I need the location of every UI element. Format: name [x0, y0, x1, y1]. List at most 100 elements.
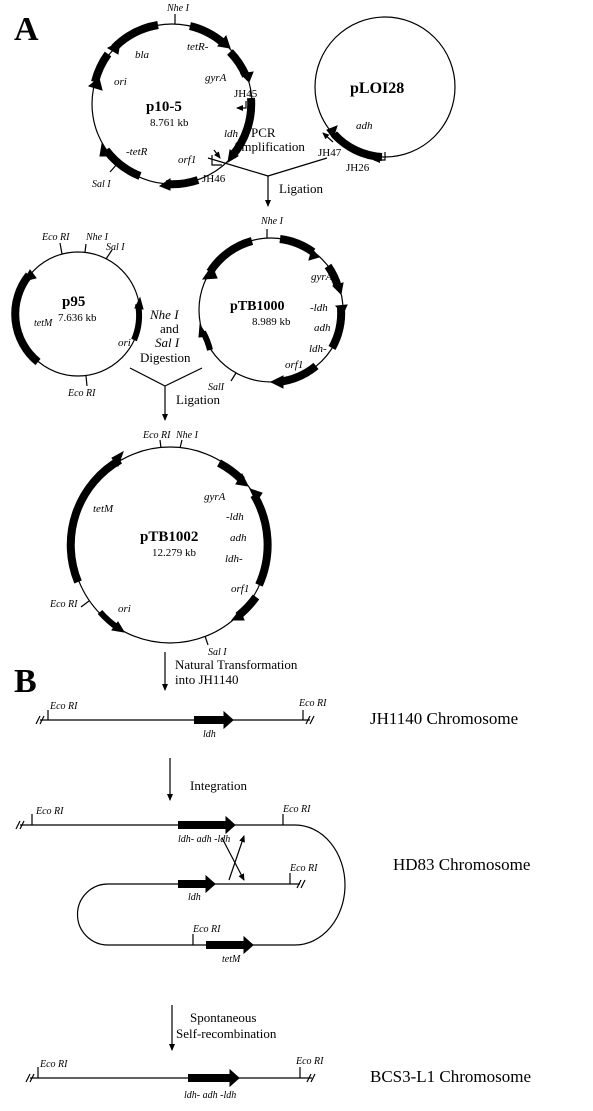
- plasmid-p95: Eco RI Nhe I Sal I p95 7.636 kb tetM ori…: [11, 232, 144, 399]
- chromosome-bcs3-l1: Eco RI Eco RI ldh- adh -ldh BCS3-L1 Chro…: [25, 1056, 531, 1101]
- pTB1002-size: 12.279 kb: [152, 547, 197, 559]
- pLOI28-name: pLOI28: [350, 80, 404, 97]
- gene-1002-tetM-arc: [66, 456, 123, 584]
- jh46-label: JH46: [202, 173, 226, 185]
- pTB1000-adh-label: adh: [314, 322, 331, 334]
- p95-size: 7.636 kb: [58, 312, 97, 324]
- hd83-ldh-adh-ldh-gene: [178, 821, 226, 829]
- hd83-tetM-label: tetM: [222, 954, 241, 965]
- plasmid-pTB1000: Nhe I gyrA pTB1000 8.989 kb -ldh adh ldh…: [198, 216, 348, 393]
- p10-5-tetR-top-label: tetR-: [187, 41, 209, 53]
- p95-sal-label: Sal I: [106, 242, 125, 253]
- digestion-label: Digestion: [140, 350, 191, 365]
- p95-ori-label: ori: [118, 337, 131, 349]
- gene-1002-gyrA-arc: [217, 459, 245, 483]
- panel-label-b: B: [14, 663, 37, 700]
- hd83-ecori-top-left: Eco RI: [35, 806, 64, 817]
- p95-ecori-top-label: Eco RI: [41, 232, 70, 243]
- p10-5-ori-label: ori: [114, 76, 127, 88]
- hd83-ecori-top-right: Eco RI: [282, 804, 311, 815]
- gene-tetR-arc: [188, 22, 225, 46]
- pTB1002-tetM-label: tetM: [93, 503, 114, 515]
- digest-sal-label: Sal I: [155, 335, 180, 350]
- pTB1002-ecori-top-label: Eco RI: [142, 430, 171, 441]
- p10-5-tetR-bot-label: -tetR: [126, 146, 148, 158]
- jh1140-ldh-label: ldh: [203, 729, 216, 740]
- bcs3-ldh-adh-ldh-label: ldh- adh -ldh: [184, 1090, 236, 1101]
- self-recombination-label: Self-recombination: [176, 1026, 277, 1041]
- jh1140-ecori-right: Eco RI: [298, 698, 327, 709]
- gene-1000-top-arc: [279, 235, 316, 256]
- p10-5-nhe-label: Nhe I: [166, 3, 190, 14]
- pTB1002-sal-label: Sal I: [208, 647, 227, 658]
- hd83-ecori-bot: Eco RI: [192, 924, 221, 935]
- spontaneous-label: Spontaneous: [190, 1010, 256, 1025]
- pcr-label: PCR: [251, 125, 276, 140]
- pTB1002-orf1-label: orf1: [231, 583, 249, 595]
- bcs3-title: BCS3-L1 Chromosome: [370, 1067, 531, 1086]
- pTB1002-name: pTB1002: [140, 529, 198, 545]
- panel-label-a: A: [14, 11, 39, 48]
- plasmid-p10-5: Nhe I tetR- bla ori gyrA p10-5 8.761 kb …: [87, 3, 258, 191]
- gene-ldh-arc: [228, 97, 256, 159]
- gene-1002-ldh-adh-arc: [250, 492, 272, 587]
- pTB1000-ldh-top-label: -ldh: [310, 302, 328, 314]
- pTB1000-gyrA-label: gyrA: [311, 271, 333, 283]
- gene-1000-ldh-adh-arc: [328, 307, 346, 350]
- plasmid-pLOI28: pLOI28 adh JH47 JH26: [314, 16, 456, 174]
- gene-1000-left-arc: [206, 237, 254, 275]
- hd83-title: HD83 Chromosome: [393, 855, 530, 874]
- pTB1000-nhe-label: Nhe I: [260, 216, 284, 227]
- jh47-label: JH47: [318, 147, 342, 159]
- pTB1002-nhe-label: Nhe I: [175, 430, 199, 441]
- p10-5-orf1-label: orf1: [178, 154, 196, 166]
- p95-ecori-bot-label: Eco RI: [67, 388, 96, 399]
- pTB1002-ecori-left-label: Eco RI: [49, 599, 78, 610]
- chromosome-hd83: Eco RI Eco RI Eco RI Eco RI ldh- adh -ld…: [15, 804, 530, 965]
- transformation-label-1: Natural Transformation: [175, 657, 298, 672]
- pTB1002-ldh-bot-label: ldh-: [225, 553, 243, 565]
- p10-5-gyrA-label: gyrA: [205, 72, 227, 84]
- hd83-tetM-gene: [206, 941, 244, 949]
- gene-adh-arc: [331, 131, 383, 161]
- p10-5-ldh-label: ldh: [224, 128, 239, 140]
- p95-name: p95: [62, 294, 85, 310]
- jh26-label: JH26: [346, 162, 370, 174]
- digest-nhe-label: Nhe I: [149, 307, 179, 322]
- digest-and-label: and: [160, 321, 179, 336]
- pTB1000-ldh-bot-label: ldh-: [309, 343, 327, 355]
- p95-nhe-label: Nhe I: [85, 232, 109, 243]
- pTB1002-ori-label: ori: [118, 603, 131, 615]
- chromosome-jh1140: Eco RI Eco RI ldh JH1140 Chromosome: [35, 698, 518, 740]
- pTB1002-adh-label: adh: [230, 532, 247, 544]
- p10-5-bla-label: bla: [135, 49, 150, 61]
- p10-5-name: p10-5: [146, 99, 182, 115]
- pTB1002-gyrA-label: gyrA: [204, 491, 226, 503]
- p10-5-size: 8.761 kb: [150, 117, 189, 129]
- bcs3-ldh-adh-ldh-gene: [188, 1074, 230, 1082]
- jh45-label: JH45: [234, 88, 258, 100]
- gene-orf1-arc: [165, 176, 200, 189]
- ligation-2-label: Ligation: [176, 392, 221, 407]
- hd83-ldh-label: ldh: [188, 892, 201, 903]
- bcs3-ecori-right: Eco RI: [295, 1056, 324, 1067]
- integration-label: Integration: [190, 778, 248, 793]
- gene-ori-p95-arc: [131, 303, 143, 342]
- jh1140-ecori-left: Eco RI: [49, 701, 78, 712]
- p95-tetM-label: tetM: [34, 318, 53, 329]
- amplification-label: Amplification: [232, 139, 305, 154]
- hd83-ldh-gene: [178, 880, 206, 888]
- pTB1002-ldh-top-label: -ldh: [226, 511, 244, 523]
- plasmid-pTB1002: Eco RI Nhe I tetM gyrA -ldh pTB1002 12.2…: [49, 430, 272, 658]
- gene-tetM-arc: [11, 272, 41, 366]
- ligation-1-label: Ligation: [279, 181, 324, 196]
- jh1140-ldh-gene: [194, 716, 224, 724]
- pLOI28-adh-label: adh: [356, 120, 373, 132]
- hd83-ldh-adh-ldh-label: ldh- adh -ldh: [178, 834, 230, 845]
- pTB1000-orf1-label: orf1: [285, 359, 303, 371]
- jh1140-title: JH1140 Chromosome: [370, 709, 518, 728]
- gene-gyrA-arc: [227, 49, 250, 78]
- gene-bla-arc: [111, 21, 159, 51]
- hd83-ecori-mid: Eco RI: [289, 863, 318, 874]
